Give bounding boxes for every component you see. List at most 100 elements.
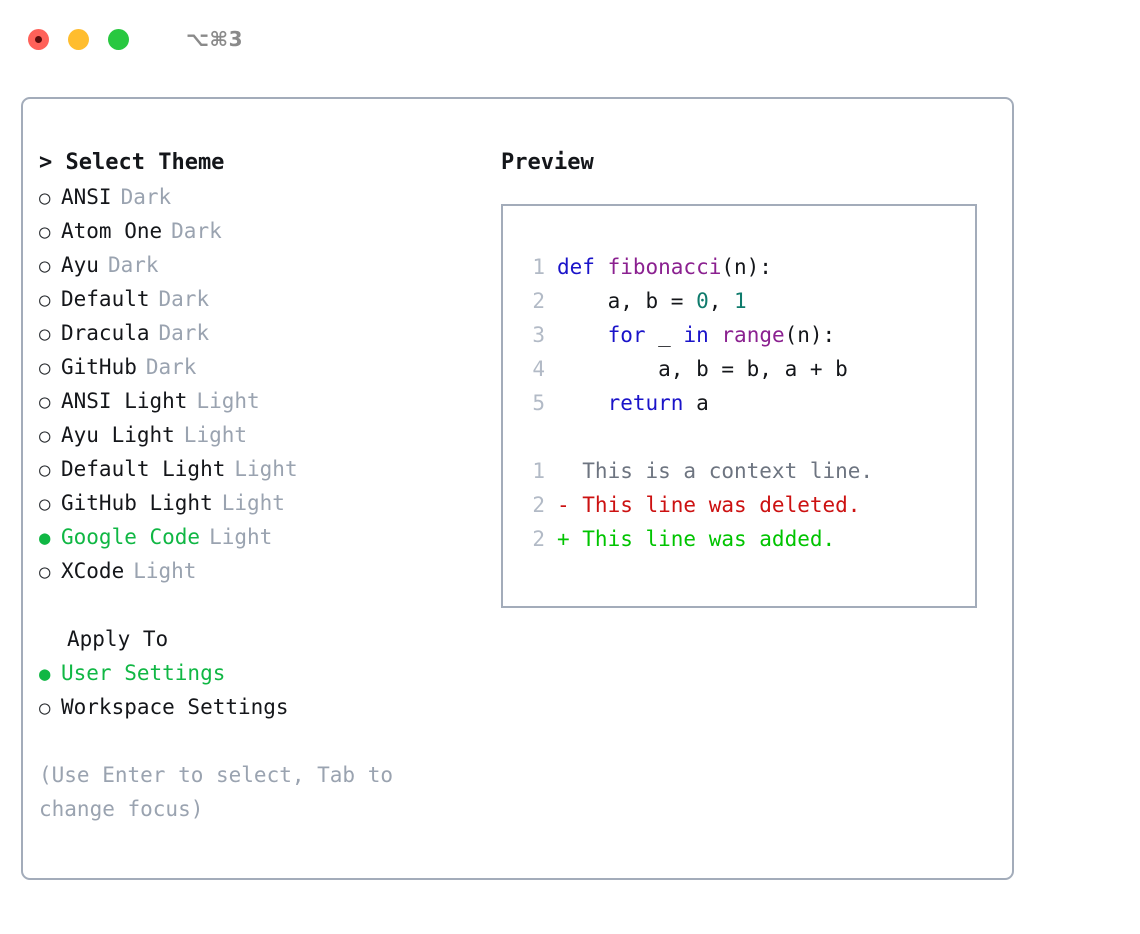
radio-unselected-icon: ○ [39, 323, 51, 345]
titlebar: ⌥⌘3 [0, 0, 1140, 78]
radio-unselected-icon: ○ [39, 493, 51, 515]
theme-option-label: XCode [61, 559, 125, 583]
code-diff-spacer [503, 420, 975, 454]
code-line: 3 for _ in range(n): [503, 318, 975, 352]
theme-variant-tag: Light [234, 457, 298, 481]
theme-option-label: ANSI [61, 185, 112, 209]
radio-unselected-icon: ○ [39, 391, 51, 413]
theme-option-label: Dracula [61, 321, 150, 345]
theme-option-ansi-light[interactable]: ○ ANSI Light Light [39, 384, 479, 418]
theme-option-label: Default [61, 287, 150, 311]
page-title: > Select Theme [39, 150, 225, 175]
line-number: 5 [532, 391, 545, 415]
apply-to-heading: Apply To [67, 627, 169, 651]
maximize-button[interactable] [108, 28, 129, 50]
apply-to-option-workspace-settings[interactable]: ○ Workspace Settings [39, 690, 479, 724]
preview-title: Preview [501, 150, 594, 175]
theme-option-label: Default Light [61, 457, 226, 481]
code-token: range [721, 323, 785, 347]
code-token [557, 391, 608, 415]
radio-unselected-icon: ○ [39, 697, 51, 719]
keyboard-hint-text: (Use Enter to select, Tab to change focu… [39, 763, 406, 821]
diff-line: 1 This is a context line. [503, 454, 975, 488]
code-token: (n): [721, 255, 772, 279]
diff-text: - This line was deleted. [557, 493, 861, 517]
code-token: 0 [696, 289, 709, 313]
theme-option-label: GitHub [61, 355, 137, 379]
apply-to-option-label: Workspace Settings [61, 695, 289, 719]
code-text: for _ in range(n): [557, 318, 836, 352]
radio-unselected-icon: ○ [39, 357, 51, 379]
theme-option-github-light[interactable]: ○ GitHub Light Light [39, 486, 479, 520]
close-button[interactable] [28, 28, 49, 50]
theme-variant-tag: Light [196, 389, 260, 413]
code-text: return a [557, 386, 709, 420]
radio-selected-icon: ● [39, 527, 51, 549]
theme-variant-tag: Light [221, 491, 285, 515]
theme-option-ayu[interactable]: ○ Ayu Dark [39, 248, 479, 282]
code-token: 1 [734, 289, 747, 313]
line-number: 2 [532, 289, 545, 313]
theme-option-dracula[interactable]: ○ Dracula Dark [39, 316, 479, 350]
radio-unselected-icon: ○ [39, 255, 51, 277]
line-number: 3 [532, 323, 545, 347]
code-token [709, 323, 722, 347]
window-controls [28, 28, 129, 50]
radio-selected-icon: ● [39, 663, 51, 685]
code-line: 2 a, b = 0, 1 [503, 284, 975, 318]
theme-option-label: Google Code [61, 525, 201, 549]
line-number: 1 [532, 255, 545, 279]
code-token: for [607, 323, 646, 347]
theme-variant-tag: Dark [107, 253, 159, 277]
diff-line: 2 - This line was deleted. [503, 488, 975, 522]
theme-variant-tag: Dark [158, 287, 210, 311]
minimize-button[interactable] [68, 28, 89, 50]
code-token: , [708, 289, 735, 313]
theme-variant-tag: Light [183, 423, 248, 447]
hint-spacer [39, 724, 479, 758]
line-number: 2 [532, 527, 545, 551]
code-token: in [683, 323, 709, 347]
radio-unselected-icon: ○ [39, 561, 51, 583]
radio-unselected-icon: ○ [39, 289, 51, 311]
line-number: 2 [532, 493, 545, 517]
code-token: fibonacci [607, 255, 722, 279]
code-text: a, b = b, a + b [557, 352, 848, 386]
theme-variant-tag: Dark [171, 219, 222, 243]
radio-unselected-icon: ○ [39, 187, 51, 209]
code-token: a, b = [557, 289, 697, 313]
apply-to-option-user-settings[interactable]: ●User Settings [39, 656, 479, 690]
theme-option-label: GitHub Light [61, 491, 213, 515]
theme-option-default[interactable]: ○ Default Dark [39, 282, 479, 316]
radio-unselected-icon: ○ [39, 459, 51, 481]
theme-variant-tag: Light [209, 525, 273, 549]
theme-option-label: Ayu [61, 253, 99, 277]
theme-option-github[interactable]: ○ GitHub Dark [39, 350, 479, 384]
diff-sample: 1 This is a context line. 2 - This line wa… [503, 454, 975, 556]
radio-unselected-icon: ○ [39, 425, 51, 447]
theme-option-default-light[interactable]: ○ Default Light Light [39, 452, 479, 486]
theme-variant-tag: Dark [145, 355, 197, 379]
code-token: a [683, 391, 709, 415]
code-token: return [607, 391, 684, 415]
diff-text: This is a context line. [557, 459, 874, 483]
keyboard-shortcut-label: ⌥⌘3 [186, 27, 244, 51]
code-token [557, 323, 608, 347]
code-line: 4 a, b = b, a + b [503, 352, 975, 386]
theme-variant-tag: Dark [158, 321, 210, 345]
theme-option-google-code[interactable]: ● Google Code Light [39, 520, 479, 554]
apply-to-option-list: ●User Settings ○ Workspace Settings [39, 656, 479, 724]
line-number: 4 [532, 357, 545, 381]
code-token: a, b = b, a + b [557, 357, 848, 381]
theme-option-label: ANSI Light [61, 389, 188, 413]
